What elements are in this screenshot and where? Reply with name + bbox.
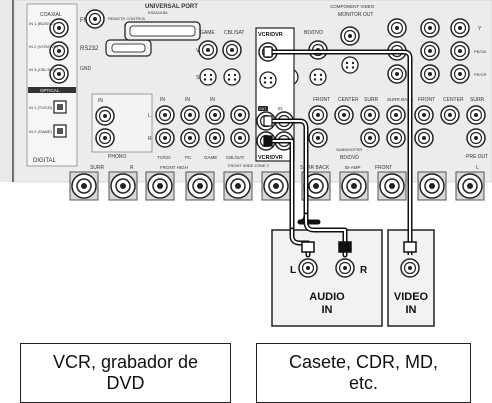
audio-pc-label: PC <box>185 155 192 160</box>
bddvd-audio-label: BD/DVD <box>340 155 359 161</box>
audio-in-label-3: IN <box>210 97 215 103</box>
audio-game-label: GAME <box>204 155 217 160</box>
connection-diagram: COAXIAL IN 1 (BD/DVD) IN 2 (VCR/DVR) IN … <box>0 0 492 340</box>
audio-in-label-2: IN <box>185 97 190 103</box>
audio-in-label-1: IN <box>160 97 165 103</box>
audio-in-caption: IN <box>322 304 333 316</box>
digital-label: DIGITAL <box>33 158 57 164</box>
gnd-label: GND <box>80 66 92 72</box>
phono-label: PHONO <box>108 154 126 160</box>
video-caption: VIDEO <box>394 291 429 303</box>
front2-label: FRONT <box>418 97 435 103</box>
subwoofer-label: SUBWOOFER <box>336 147 362 152</box>
coax-in1-label: IN 1 (BD/DVD) <box>29 21 56 26</box>
front-label: FRONT <box>313 97 330 103</box>
optical-in1-label: IN 1 (TV/CD) <box>29 105 53 110</box>
optical-in2-label: IN 2 (GAME) <box>29 129 53 134</box>
video-game-label: GAME <box>200 30 215 36</box>
coax-in2-label: IN 2 (VCR/DVR) <box>29 44 59 49</box>
bi-amp-label: BI-AMP <box>345 165 361 170</box>
r-bottom-label: R <box>130 165 134 171</box>
coaxial-label: COAXIAL <box>40 12 62 18</box>
audio-r-label: R <box>148 136 152 142</box>
surr-bottom-label: SURR <box>90 165 105 171</box>
component-video-label: COMPONENT VIDEO <box>330 4 375 9</box>
vcr-box-line1: VCR, grabador de <box>53 352 198 373</box>
vcr-in-label: IN <box>278 106 283 111</box>
audio-caption: AUDIO <box>309 291 345 303</box>
audio-cblsat-label: CBL/SAT <box>226 155 245 160</box>
universal-port-label: UNIVERSAL PORT <box>145 4 198 10</box>
l-bottom-label: L <box>476 165 479 171</box>
component-pr-label: PR/CR <box>474 72 487 77</box>
universal-port-sub: ESDA/ULBA <box>148 11 168 15</box>
vcr-dvd-recorder-box: VCR, grabador de DVD <box>20 343 231 403</box>
vcr-dvr-audio-label: VCR/DVR <box>258 155 283 161</box>
video-bddvd-label: BD/DVD <box>304 30 323 36</box>
audio-l-jack-label: L <box>290 265 296 276</box>
cas-box-line1: Casete, CDR, MD, <box>289 352 438 373</box>
surr2-label: SURR <box>470 97 485 103</box>
audio-r-jack-label: R <box>360 265 368 276</box>
coax-in3-label: IN 3 (CBL/SAT) <box>29 67 57 72</box>
component-pb-label: PB/CB <box>474 49 486 54</box>
cas-box-line2: etc. <box>289 373 438 394</box>
preout-label: PRE OUT <box>466 154 488 160</box>
vcr-box-line2: DVD <box>53 373 198 394</box>
phono-in-label: IN <box>98 98 103 104</box>
audio-l-label: L <box>148 113 151 119</box>
audio-tvcd-label: TV/CD <box>157 155 171 160</box>
surr-label: SURR <box>364 97 379 103</box>
cassette-cdr-md-box: Casete, CDR, MD, etc. <box>256 343 471 403</box>
receiver-back-panel: COAXIAL IN 1 (BD/DVD) IN 2 (VCR/DVR) IN … <box>0 0 492 200</box>
front-bottom-label: FRONT <box>375 165 392 171</box>
center2-label: CENTER <box>443 97 464 103</box>
center-label: CENTER <box>338 97 359 103</box>
vcr-out-label: OUT <box>259 107 267 111</box>
optical-label: OPTICAL <box>40 88 60 93</box>
video-cblsat-label: CBL/SAT <box>224 30 244 36</box>
front-high-label: FRONT HIGH <box>160 165 188 170</box>
zone2-label: FRONT WIDE ZONE 2 <box>228 163 270 168</box>
vcr-dvr-video-label: VCR/DVR <box>258 32 283 38</box>
video-in-caption: IN <box>406 304 417 316</box>
monitor-out-label: MONITOR OUT <box>338 12 373 18</box>
remote-control-label: REMOTE CONTROL <box>108 16 147 21</box>
rs232-label: RS232 <box>80 46 99 52</box>
